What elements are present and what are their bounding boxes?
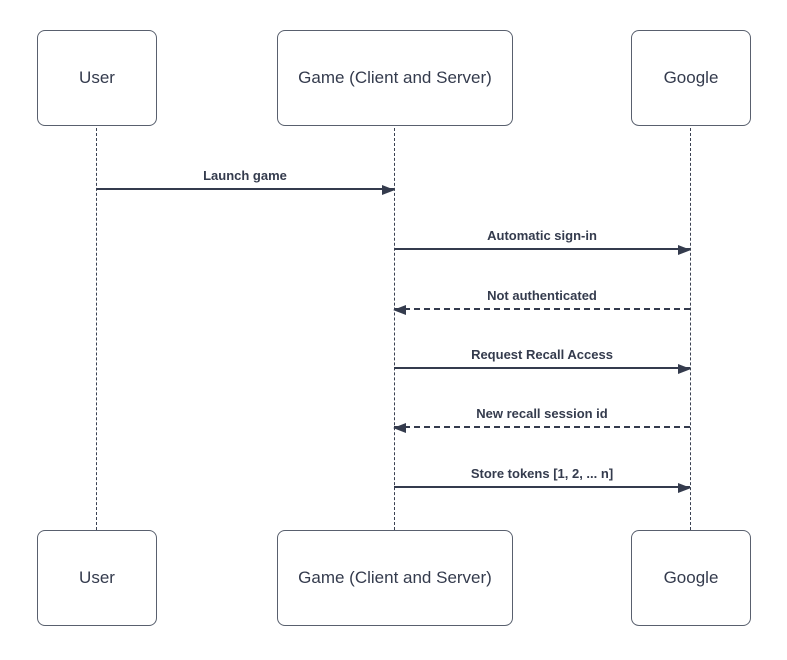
message-line [394,483,691,493]
actor-label-user: User [79,568,115,587]
message-line [394,245,691,255]
actor-label-game: Game (Client and Server) [298,568,492,587]
message-request-recall-access[interactable]: Request Recall Access [394,343,691,374]
actor-box-user-top[interactable]: User [37,30,157,126]
message-label: Automatic sign-in [487,228,597,243]
arrowhead-left-icon [393,423,406,433]
message-label: Store tokens [1, 2, ... n] [470,466,614,481]
arrowhead-right-icon [678,364,691,374]
message-new-recall-session-id[interactable]: New recall session id [393,402,690,433]
arrowhead-right-icon [382,185,395,195]
lifeline-game [394,128,395,530]
message-automatic-sign-in[interactable]: Automatic sign-in [394,224,691,255]
actor-box-google-top[interactable]: Google [631,30,751,126]
message-label: Not authenticated [487,288,597,303]
message-label: New recall session id [476,406,608,421]
message-launch-game[interactable]: Launch game [96,164,395,195]
actor-label-google: Google [663,568,719,587]
actor-box-user-bottom[interactable]: User [37,530,157,626]
message-label: Request Recall Access [471,347,613,362]
arrowhead-left-icon [393,305,406,315]
arrowhead-right-icon [678,245,691,255]
lifeline-google [690,128,691,530]
message-line [96,185,395,195]
actor-label-google: Google [663,68,719,87]
actor-box-google-bottom[interactable]: Google [631,530,751,626]
actor-label-game: Game (Client and Server) [298,68,492,87]
message-line [394,364,691,374]
message-store-tokens[interactable]: Store tokens [1, 2, ... n] [394,462,691,493]
message-line [393,423,690,433]
message-line [393,305,690,315]
actor-label-user: User [79,68,115,87]
arrowhead-right-icon [678,483,691,493]
message-label: Launch game [203,168,287,183]
lifeline-user [96,128,97,530]
message-not-authenticated[interactable]: Not authenticated [393,284,690,315]
actor-box-game-top[interactable]: Game (Client and Server) [277,30,513,126]
actor-box-game-bottom[interactable]: Game (Client and Server) [277,530,513,626]
